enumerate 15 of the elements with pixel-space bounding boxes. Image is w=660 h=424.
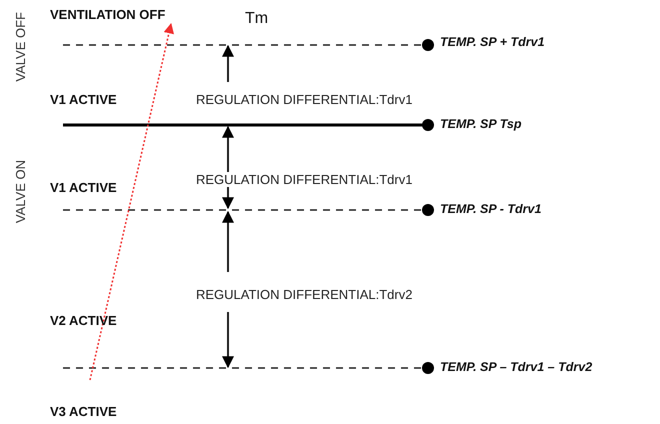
stage-label: V2 ACTIVE (50, 314, 117, 327)
stage-label: V1 ACTIVE (50, 181, 117, 194)
threshold-label: TEMP. SP + Tdrv1 (440, 36, 545, 48)
dimension-label: REGULATION DIFFERENTIAL:Tdrv1 (196, 172, 412, 187)
heading-label: VENTILATION OFF (50, 8, 166, 21)
threshold-label: TEMP. SP - Tdrv1 (440, 203, 542, 216)
zone-label: VALVE ON (14, 160, 27, 224)
threshold-label: TEMP. SP Tsp (440, 118, 522, 130)
dimension-label: REGULATION DIFFERENTIAL:Tdrv2 (196, 287, 412, 302)
stage-label: V3 ACTIVE (50, 405, 117, 418)
axis-label: Tm (245, 11, 268, 27)
zone-label: VALVE OFF (14, 12, 27, 82)
stage-label: V1 ACTIVE (50, 93, 117, 106)
dimension-label: REGULATION DIFFERENTIAL:Tdrv1 (196, 92, 412, 107)
threshold-label: TEMP. SP – Tdrv1 – Tdrv2 (440, 361, 592, 374)
